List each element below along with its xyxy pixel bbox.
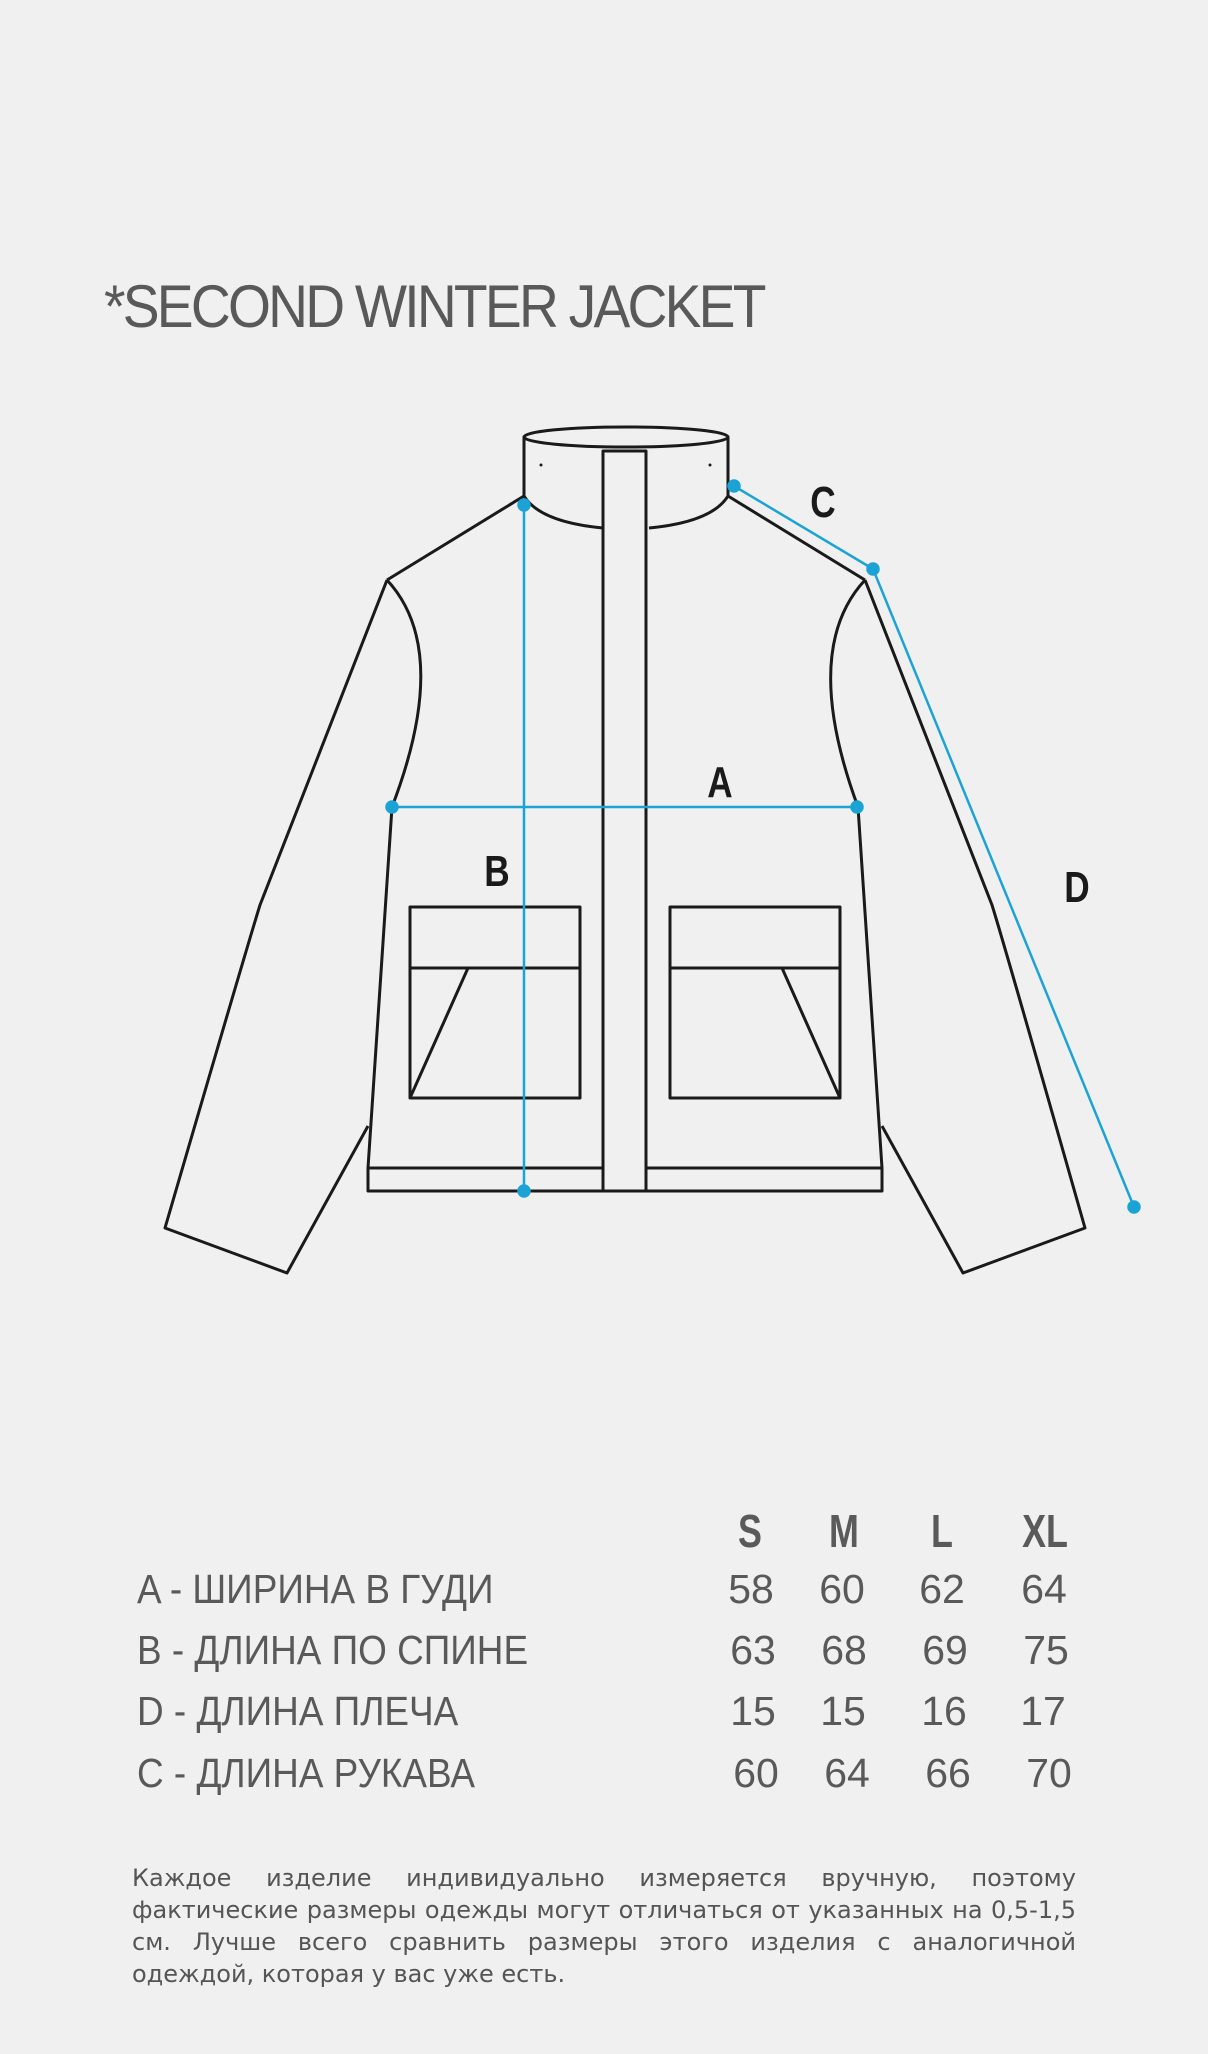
row-label-d: D - ДЛИНА ПЛЕЧА — [137, 1688, 459, 1734]
table-cell: 68 — [821, 1627, 867, 1673]
table-cell: 70 — [1026, 1750, 1072, 1796]
sleeve-left — [163, 579, 389, 1275]
table-cell: 64 — [1021, 1566, 1067, 1612]
table-cell: 17 — [1020, 1688, 1066, 1734]
label-a: A — [707, 758, 732, 807]
measure-d-line — [871, 568, 1136, 1208]
measurement-disclaimer: Каждое изделие индивидуально измеряется … — [132, 1864, 1076, 1988]
pocket-right-flap — [670, 966, 842, 1099]
table-cell: 15 — [730, 1688, 776, 1734]
label-c: C — [810, 478, 835, 527]
pocket-left — [408, 905, 582, 1100]
table-cell: 66 — [925, 1750, 971, 1796]
row-label-a: A - ШИРИНА В ГУДИ — [137, 1566, 494, 1612]
collar-right — [648, 437, 730, 530]
body-right — [646, 806, 884, 1193]
measurement-lines — [385, 479, 1141, 1214]
table-cell: 60 — [733, 1750, 779, 1796]
size-header-l: L — [931, 1505, 953, 1557]
measure-c-line — [733, 484, 874, 571]
label-d: D — [1064, 863, 1089, 912]
table-cell: 63 — [730, 1627, 776, 1673]
size-header-s: S — [738, 1505, 762, 1557]
zipper-placket — [601, 449, 648, 1193]
table-cell: 75 — [1023, 1627, 1069, 1673]
size-header-m: M — [829, 1505, 859, 1557]
label-b: B — [484, 847, 509, 896]
table-cell: 58 — [728, 1566, 774, 1612]
product-title: *SECOND WINTER JACKET — [104, 273, 766, 340]
jacket-diagram: A B C D — [163, 425, 1141, 1275]
jacket-outline — [163, 425, 1087, 1275]
armhole-right — [829, 578, 867, 808]
sleeve-right — [863, 579, 1087, 1275]
table-cell: 64 — [824, 1750, 870, 1796]
row-label-b: B - ДЛИНА ПО СПИНЕ — [137, 1627, 529, 1673]
table-cell: 62 — [919, 1566, 965, 1612]
table-cell: 60 — [819, 1566, 865, 1612]
size-header-xl: XL — [1022, 1505, 1068, 1557]
collar-left — [522, 437, 604, 530]
measurement-labels: A B C D — [484, 478, 1089, 912]
shoulder-left — [386, 494, 525, 582]
shoulder-right — [727, 494, 866, 582]
table-cell: 16 — [921, 1688, 967, 1734]
row-label-c: C - ДЛИНА РУКАВА — [137, 1750, 476, 1796]
table-cell: 69 — [922, 1627, 968, 1673]
armhole-left — [385, 578, 423, 808]
collar-top — [522, 425, 730, 449]
table-cell: 15 — [820, 1688, 866, 1734]
pocket-left-flap — [408, 966, 580, 1099]
body-left — [366, 806, 603, 1193]
pocket-right — [668, 905, 842, 1100]
